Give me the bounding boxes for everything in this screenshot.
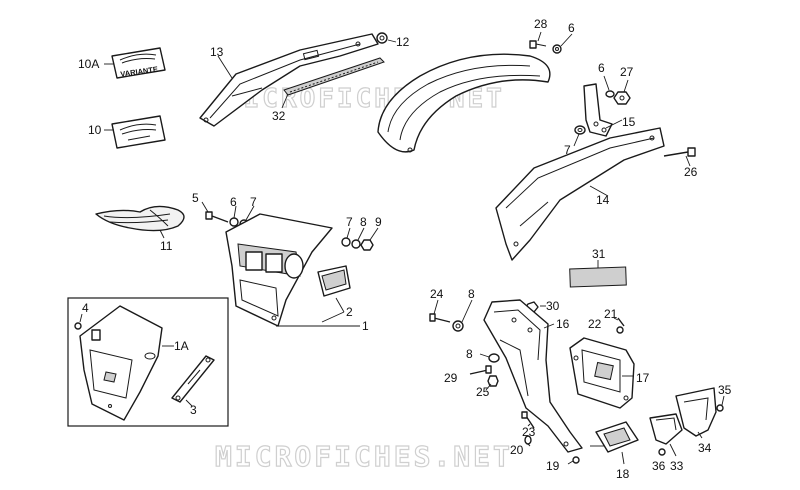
callout-25: 25 [476,385,490,399]
callout-32: 32 [272,109,286,123]
callout-30: 30 [546,299,560,313]
part-6-washer-a[interactable] [552,44,562,54]
callout-1a: 1A [174,339,189,353]
rear-mudguard[interactable] [377,53,551,153]
callout-28: 28 [534,17,548,31]
callout-1: 1 [362,319,369,333]
callout-7-lens: 7 [346,215,353,229]
callout-18: 18 [616,467,630,481]
callout-16: 16 [556,317,570,331]
callout-34: 34 [698,441,712,455]
part-2-lens[interactable] [317,265,351,297]
part-26-bolt[interactable] [663,147,696,157]
callout-8-lens: 8 [360,215,367,229]
callout-6-right: 6 [598,61,605,75]
part-28-bolt[interactable] [529,40,547,49]
part-8-washer-b[interactable] [452,320,464,332]
callout-13: 13 [210,45,224,59]
callout-31: 31 [592,247,606,261]
part-7-washer-a[interactable] [574,125,586,135]
part-32-strip[interactable] [283,57,385,96]
part-10-badge[interactable] [111,115,166,149]
part-13-side-cover[interactable] [199,33,379,127]
part-6-washer-b[interactable] [605,90,615,98]
part-15-bracket[interactable] [583,83,613,137]
callout-33: 33 [670,459,684,473]
part-8-washer-a[interactable] [351,239,361,249]
part-10a-badge[interactable]: VARIANTE [111,47,166,79]
callout-2: 2 [346,305,353,319]
callout-15: 15 [622,115,636,129]
callout-6-top: 6 [568,21,575,35]
callout-22: 22 [588,317,602,331]
part-17-license-plate[interactable] [569,337,635,409]
callout-7-bracket: 7 [564,143,571,157]
callout-24: 24 [430,287,444,301]
part-8-washer-c[interactable] [488,353,500,363]
part-7-washer-c[interactable] [341,237,351,247]
callout-27: 27 [620,65,634,79]
callout-8-holder: 8 [468,287,475,301]
callout-21: 21 [604,307,618,321]
inset-frame [67,297,229,427]
part-16-plate-holder[interactable] [483,299,583,453]
part-27-nut[interactable] [613,91,631,105]
callout-11: 11 [160,239,173,253]
part-9-nut[interactable] [360,239,374,251]
part-34-mud-flap[interactable] [675,387,717,437]
callout-20: 20 [510,443,524,457]
part-29-screw[interactable] [469,365,492,375]
callout-10a: 10A [78,57,99,71]
callout-35: 35 [718,383,732,397]
part-1a-plate[interactable] [79,305,163,421]
callout-7-light: 7 [250,195,257,209]
part-12-grommet[interactable] [376,32,388,44]
callout-12: 12 [396,35,410,49]
callout-10: 10 [88,123,102,137]
callout-4: 4 [82,301,89,315]
part-21-screw[interactable] [617,317,625,327]
callout-36: 36 [652,459,666,473]
callout-26: 26 [684,165,698,179]
part-19-screw[interactable] [572,456,580,464]
callout-19: 19 [546,459,560,473]
part-4-screw[interactable] [74,322,82,330]
part-24-bolt[interactable] [429,313,451,323]
callout-8-lower: 8 [466,347,473,361]
callout-14: 14 [596,193,610,207]
part-11-pad[interactable] [95,205,185,232]
callout-17: 17 [636,371,650,385]
watermark-bottom: MICROFICHES.NET [215,440,513,473]
part-3-bracket[interactable] [171,355,215,403]
part-33-bracket[interactable] [649,413,683,445]
callout-3: 3 [190,403,197,417]
part-5-screw[interactable] [205,211,229,223]
part-35-screw[interactable] [716,404,724,412]
part-36-nut[interactable] [658,448,666,456]
tail-light-housing[interactable] [225,213,333,327]
part-18-plate-light[interactable] [595,421,639,453]
part-14-side-cover[interactable] [495,127,665,261]
part-23-bolt[interactable] [521,411,535,429]
part-6-washer-c[interactable] [229,217,239,227]
callout-5: 5 [192,191,199,205]
callout-23: 23 [522,425,536,439]
callout-29: 29 [444,371,458,385]
part-25-nut[interactable] [487,375,499,387]
callout-6-light: 6 [230,195,237,209]
callout-9: 9 [375,215,382,229]
callout-labels: 10A 10 11 13 12 32 28 6 6 27 15 7 26 14 … [78,17,732,481]
part-22-washer[interactable] [616,326,624,334]
part-31-reflector[interactable] [569,266,627,288]
